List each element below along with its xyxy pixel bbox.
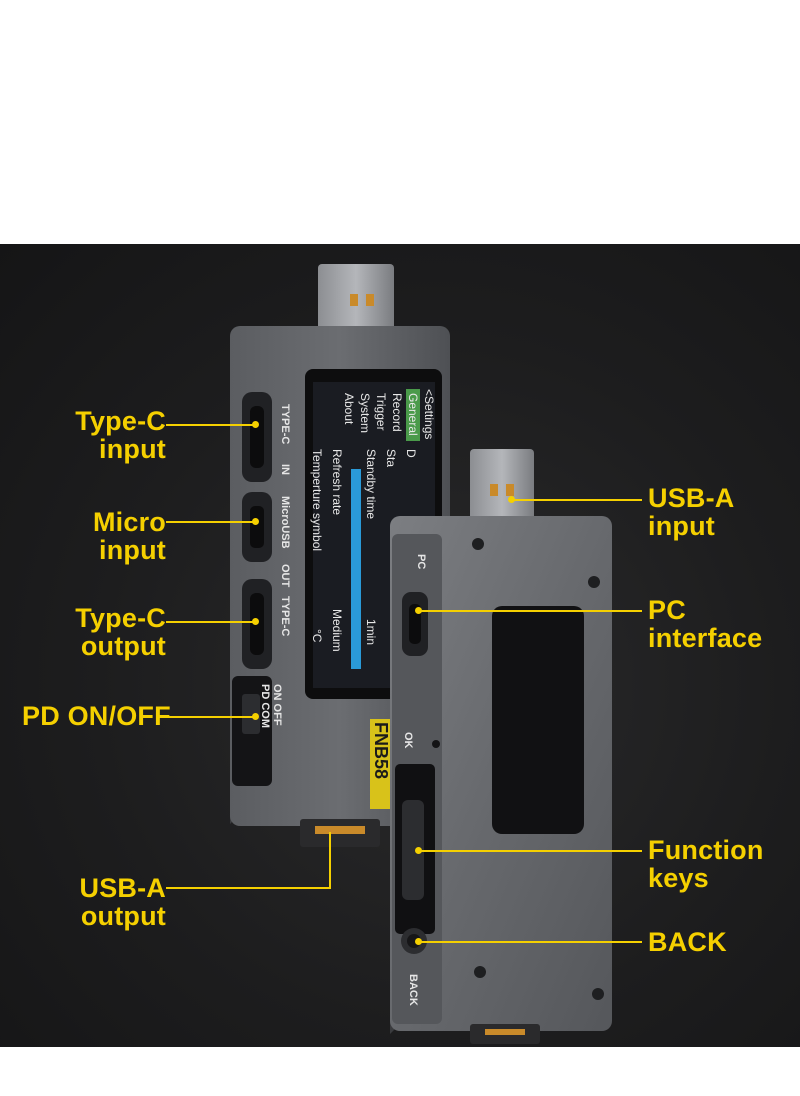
label-line: input (99, 434, 166, 464)
usb-a-plug-2 (470, 449, 534, 529)
label-line: Type-C (75, 406, 166, 436)
usb-tester-devices-illustration: <Settings General Record Trigger System … (230, 264, 612, 1044)
tester-device-2: PC OK BACK (390, 449, 612, 1044)
label-type-c-input: Type-C input (40, 407, 166, 463)
label-back: BACK (648, 927, 727, 957)
label-line: Micro (92, 507, 166, 537)
svg-text:Medium: Medium (330, 609, 344, 652)
svg-text:<Settings: <Settings (422, 389, 436, 439)
svg-text:IN: IN (279, 464, 291, 475)
product-photo-background: <Settings General Record Trigger System … (0, 244, 800, 1047)
label-line: USB-A (79, 873, 166, 903)
label-line: USB-A (648, 483, 735, 513)
svg-text:1min: 1min (364, 619, 378, 645)
svg-text:Temperture symbol: Temperture symbol (310, 449, 324, 551)
label-line: Type-C (75, 603, 166, 633)
label-usb-a-input: USB-A input (648, 484, 735, 540)
label-usb-a-output: USB-A output (40, 874, 166, 930)
svg-text:TYPE-C: TYPE-C (279, 404, 291, 444)
function-keys (402, 800, 424, 900)
device-2-screen-window (492, 606, 584, 834)
label-function-keys: Function keys (648, 836, 764, 892)
label-type-c-output: Type-C output (40, 604, 166, 660)
label-line: output (80, 631, 166, 661)
svg-text:OK: OK (402, 732, 414, 749)
svg-text:PC: PC (415, 554, 427, 569)
svg-text:FNB58: FNB58 (371, 722, 391, 779)
label-line: keys (648, 863, 709, 893)
label-line: input (648, 511, 715, 541)
svg-text:Record: Record (390, 393, 404, 432)
svg-text:Refresh rate: Refresh rate (330, 449, 344, 515)
svg-text:D: D (404, 449, 418, 458)
label-line: output (80, 901, 166, 931)
label-micro-input: Micro input (40, 508, 166, 564)
svg-text:Standby time: Standby time (364, 449, 378, 519)
svg-text:°C: °C (310, 629, 324, 643)
svg-text:About: About (342, 393, 356, 425)
svg-text:PD COM: PD COM (259, 684, 271, 728)
svg-text:System: System (358, 393, 372, 433)
svg-text:MicroUSB: MicroUSB (279, 496, 291, 549)
label-pd-on-off: PD ON/OFF (22, 701, 171, 731)
svg-text:Sta: Sta (384, 449, 398, 467)
svg-text:General: General (406, 393, 420, 436)
svg-text:OUT: OUT (279, 564, 291, 588)
label-line: input (99, 535, 166, 565)
svg-text:TYPE-C: TYPE-C (279, 596, 291, 636)
label-line: Function (648, 835, 764, 865)
label-pc-interface: PC interface (648, 596, 762, 652)
label-line: PC (648, 595, 686, 625)
label-line: interface (648, 623, 763, 653)
svg-text:BACK: BACK (407, 974, 419, 1006)
svg-text:Trigger: Trigger (374, 393, 388, 431)
svg-text:ON OFF: ON OFF (271, 684, 283, 726)
